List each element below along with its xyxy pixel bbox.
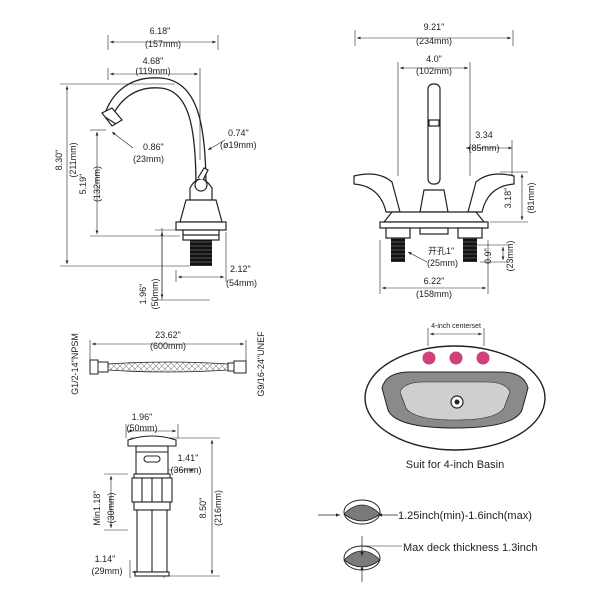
front-base-inch: 6.22" bbox=[424, 276, 445, 286]
shank-mm: (23mm) bbox=[505, 240, 515, 271]
braided-hose bbox=[107, 361, 229, 373]
centerset-label: 4-inch centerset bbox=[431, 323, 481, 330]
tube-inch: 0.74" bbox=[228, 128, 249, 138]
handle-height-inch: 3.18" bbox=[503, 188, 513, 209]
drain-top-inch: 1.96" bbox=[132, 412, 153, 422]
side-width-mm: (157mm) bbox=[145, 39, 181, 49]
handle-reach-mm: (85mm) bbox=[469, 143, 500, 153]
front-width-inch: 9.21" bbox=[424, 22, 445, 32]
right-shank-thread bbox=[463, 238, 477, 262]
shank-length-inch: 1.96" bbox=[138, 284, 148, 305]
hole-size-mm: (25mm) bbox=[427, 258, 458, 268]
centerset-mm: (102mm) bbox=[416, 66, 452, 76]
side-height-mm: (211mm) bbox=[68, 142, 78, 177]
handle-reach-inch: 3.34 bbox=[475, 130, 493, 140]
side-width-inch: 6.18" bbox=[150, 26, 171, 36]
hose-left-thread: G1/2-14"NPSM bbox=[70, 333, 80, 395]
shank-thread bbox=[190, 240, 212, 266]
shank-length-mm: (50mm) bbox=[150, 278, 160, 309]
hose-right-thread: G9/16-24"UNEF bbox=[256, 331, 266, 397]
handle-height-mm: (81mm) bbox=[526, 182, 536, 213]
side-spout-height-inch: 5.19" bbox=[78, 174, 88, 195]
basin-illustration: 4-inch centerset Suit for 4-inch Basin bbox=[364, 323, 546, 471]
drain-length-mm: (216mm) bbox=[213, 490, 223, 526]
faucet-hole-right bbox=[476, 351, 490, 365]
side-reach-inch: 4.68" bbox=[143, 56, 164, 66]
drain-body-mm: (36mm) bbox=[171, 465, 202, 475]
hose-length-mm: (600mm) bbox=[150, 341, 186, 351]
supply-hose: 23.62" (600mm) G1/2-14"NPSM G9/16-24"UNE… bbox=[70, 330, 266, 397]
drain-body-inch: 1.41" bbox=[178, 453, 199, 463]
aerator-mm: (23mm) bbox=[133, 154, 164, 164]
centerset-inch: 4.0" bbox=[426, 54, 442, 64]
drain-top-mm: (50mm) bbox=[127, 423, 158, 433]
base-width-inch: 2.12" bbox=[230, 264, 251, 274]
side-view-faucet: 6.18" (157mm) 4.68" (119mm) 8.30" (211mm… bbox=[54, 26, 257, 310]
drain-tail-mm: (29mm) bbox=[92, 566, 123, 576]
pop-up-drain: 1.96" (50mm) 1.41" (36mm) 8.50" (216mm) … bbox=[92, 412, 223, 578]
deck-requirements: 1.25inch(min)-1.6inch(max) Max deck thic… bbox=[318, 499, 538, 582]
hose-length-inch: 23.62" bbox=[155, 330, 181, 340]
shank-inch: 0.9" bbox=[483, 248, 493, 264]
faucet-hole-center bbox=[449, 351, 463, 365]
deck-hole-range: 1.25inch(min)-1.6inch(max) bbox=[398, 510, 532, 522]
aerator-inch: 0.86" bbox=[143, 142, 164, 152]
basin-caption: Suit for 4-inch Basin bbox=[406, 459, 504, 471]
drain-tail-inch: 1.14" bbox=[95, 554, 116, 564]
faucet-holes bbox=[422, 351, 490, 365]
front-base-mm: (158mm) bbox=[416, 289, 452, 299]
side-height-inch: 8.30" bbox=[54, 150, 64, 171]
side-reach-mm: (119mm) bbox=[135, 66, 170, 76]
side-spout-height-mm: (132mm) bbox=[92, 166, 102, 202]
drain-min-inch: Min1.18" bbox=[92, 490, 102, 525]
left-shank-thread bbox=[391, 238, 405, 262]
base-width-mm: (54mm) bbox=[226, 278, 257, 288]
drain-length-inch: 8.50" bbox=[198, 498, 208, 519]
tube-mm: (ø19mm) bbox=[220, 140, 257, 150]
hole-size-inch: 开孔1" bbox=[428, 246, 454, 256]
front-view-faucet: 9.21" (234mm) 4.0" (102mm) 3.34 (85mm) 3… bbox=[353, 22, 536, 299]
deck-max-thickness: Max deck thickness 1.3inch bbox=[403, 542, 538, 554]
drain-min-mm: (30mm) bbox=[106, 492, 116, 523]
faucet-hole-left bbox=[422, 351, 436, 365]
front-width-mm: (234mm) bbox=[416, 36, 452, 46]
